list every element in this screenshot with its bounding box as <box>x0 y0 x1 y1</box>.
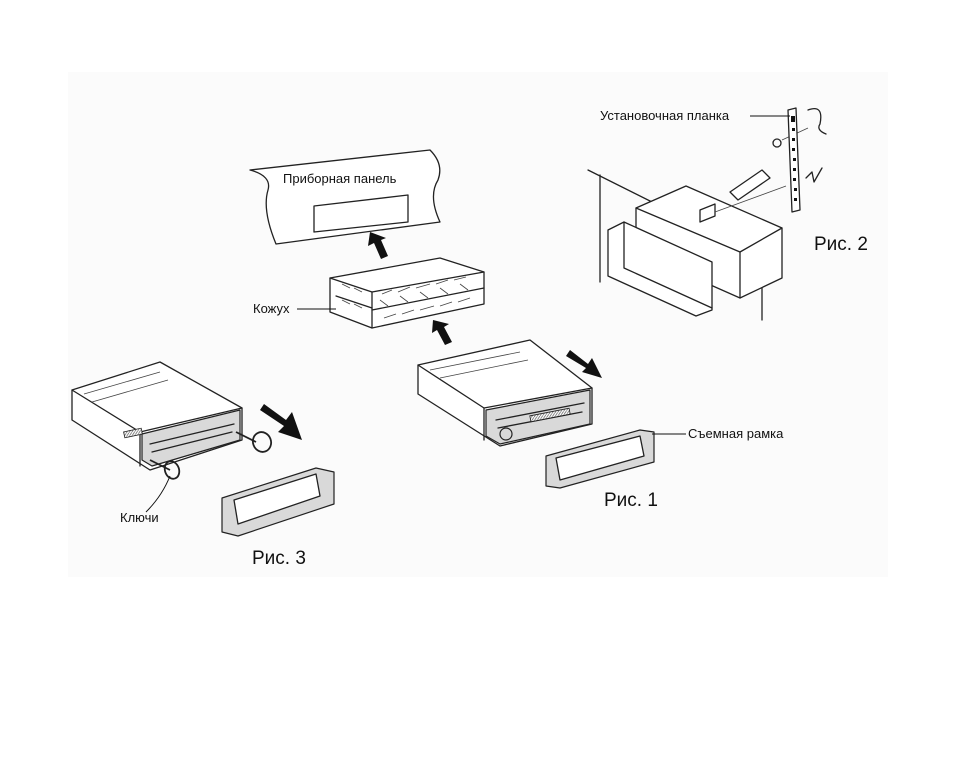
trim-frame-label: Съемная рамка <box>688 426 784 441</box>
fig1-caption: Рис. 1 <box>604 490 658 511</box>
dashboard-label: Приборная панель <box>283 171 397 186</box>
fig1-volume-knob <box>500 428 512 440</box>
fig2-caption: Рис. 2 <box>814 234 868 255</box>
mounting-strap-label: Установочная планка <box>600 108 730 123</box>
fig3-caption: Рис. 3 <box>252 548 306 569</box>
diagram-background <box>68 72 888 577</box>
sleeve-label: Кожух <box>253 301 290 316</box>
keys-label: Ключи <box>120 510 159 525</box>
